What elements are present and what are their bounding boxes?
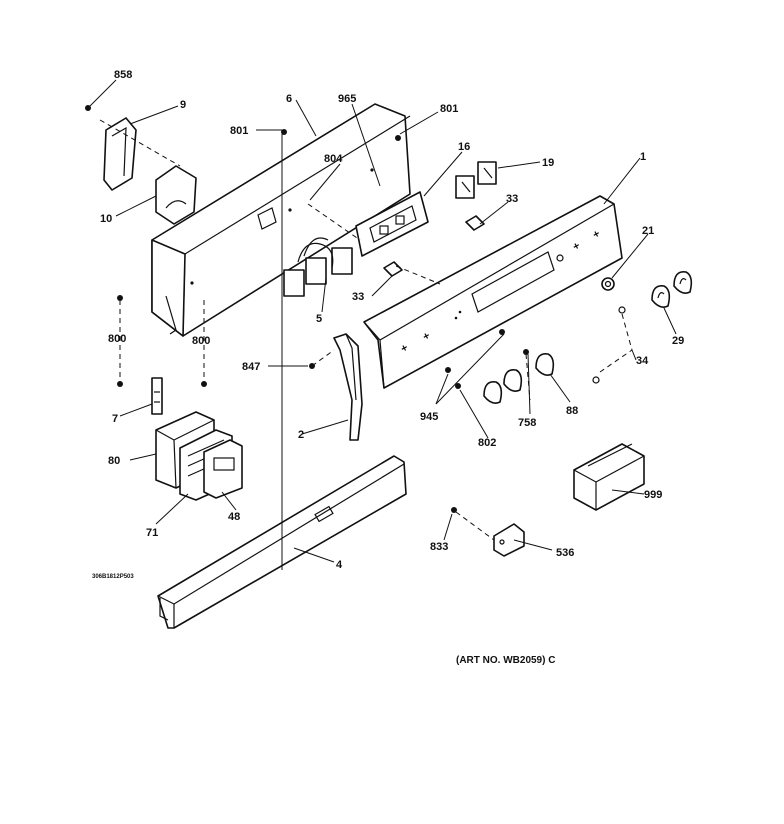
- part-1-control-panel: + + + +: [363, 195, 623, 389]
- callout-10: 10: [100, 213, 112, 225]
- callout-2: 2: [298, 429, 304, 441]
- svg-text:+: +: [571, 240, 582, 254]
- callout-labels: 858 9 6 965 801 801 804 16 19 1 10 33 21…: [100, 69, 684, 571]
- part-7-bracket: [151, 377, 163, 415]
- drawing-code: 306B1812P503: [92, 574, 134, 580]
- part-10-end-bracket: [155, 165, 197, 225]
- callout-800-left: 800: [108, 333, 126, 345]
- part-48-switch-block: [203, 439, 243, 499]
- callout-800-right: 800: [192, 335, 210, 347]
- part-16-control-board: [355, 191, 429, 257]
- leader-lines: [89, 79, 677, 563]
- part-19-switches: [455, 161, 497, 199]
- part-9-side-bracket: [103, 117, 137, 191]
- callout-6: 6: [286, 93, 292, 105]
- callout-804: 804: [324, 153, 343, 165]
- callout-999: 999: [644, 489, 662, 501]
- part-29-knobs: [651, 270, 693, 308]
- callout-34: 34: [636, 355, 649, 367]
- callout-4: 4: [336, 559, 343, 571]
- callout-7: 7: [112, 413, 118, 425]
- callout-802: 802: [478, 437, 496, 449]
- part-536-clip: [493, 523, 525, 557]
- callout-833: 833: [430, 541, 448, 553]
- callout-9: 9: [180, 99, 186, 111]
- callout-88: 88: [566, 405, 578, 417]
- callout-858: 858: [114, 69, 132, 81]
- callout-801-right: 801: [440, 103, 458, 115]
- callout-945: 945: [420, 411, 438, 423]
- callout-80: 80: [108, 455, 120, 467]
- callout-71: 71: [146, 527, 158, 539]
- callout-16: 16: [458, 141, 470, 153]
- callout-5: 5: [316, 313, 322, 325]
- knob-pair-lower: [483, 368, 523, 404]
- art-number: (ART NO. WB2059) C: [456, 655, 555, 666]
- part-21-knob: [601, 277, 615, 291]
- callout-29: 29: [672, 335, 684, 347]
- part-33-clip-upper: [465, 215, 485, 231]
- callout-847: 847: [242, 361, 260, 373]
- part-2-side-trim: [333, 333, 363, 441]
- part-33-clip-lower: [383, 261, 403, 277]
- callout-21: 21: [642, 225, 654, 237]
- callout-19: 19: [542, 157, 554, 169]
- part-5-switches: [283, 237, 353, 297]
- callout-536: 536: [556, 547, 574, 559]
- svg-text:+: +: [399, 342, 410, 356]
- callout-965: 965: [338, 93, 356, 105]
- callout-33-upper: 33: [506, 193, 518, 205]
- callout-801-left: 801: [230, 125, 248, 137]
- part-999-package: [573, 443, 645, 511]
- callout-33-lower: 33: [352, 291, 364, 303]
- part-88-knob: [535, 352, 555, 376]
- part-6-backsplash-housing: [151, 103, 411, 337]
- callout-48: 48: [228, 511, 240, 523]
- callout-1: 1: [640, 151, 646, 163]
- fasteners: [85, 105, 529, 513]
- svg-text:+: +: [421, 330, 432, 344]
- svg-text:+: +: [591, 228, 602, 242]
- callout-758: 758: [518, 417, 536, 429]
